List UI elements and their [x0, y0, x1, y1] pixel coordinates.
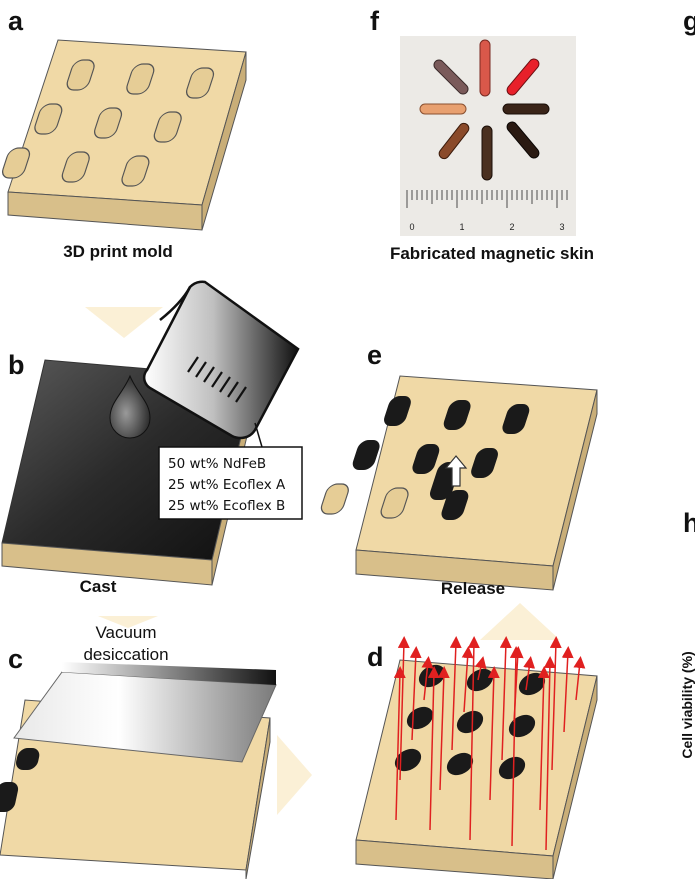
flow-arrow-c-to-d [277, 735, 312, 815]
beaker [142, 280, 300, 448]
filled-cavities-e [352, 396, 530, 520]
magnetic-strips [419, 39, 550, 181]
vacuum-note-line-2: desiccation [83, 645, 168, 664]
caption-e: Release [441, 579, 505, 598]
panel-f: f 0 1 2 3 Fabricated magnetic skin [370, 6, 594, 263]
panel-a: a 3D print mold [1, 6, 247, 261]
field-arrow [461, 646, 474, 713]
caption-f: Fabricated magnetic skin [390, 244, 594, 263]
filled-cavities-c [0, 748, 40, 812]
panel-c: c Vacuum desiccation [0, 623, 277, 879]
vacuum-cap [13, 662, 277, 763]
panel-label-h: h [683, 508, 695, 538]
field-arrow [543, 656, 556, 851]
field-arrow [467, 636, 480, 841]
ruler-number-2: 2 [509, 222, 514, 232]
panel-label-c: c [8, 644, 23, 674]
field-arrow [421, 656, 434, 701]
panel-label-d: d [367, 642, 384, 672]
h-y-axis-label: Cell viability (%) [679, 651, 695, 758]
field-arrow [474, 656, 487, 681]
caption-a: 3D print mold [63, 242, 173, 261]
field-arrow [561, 646, 574, 733]
ruler-number-1: 1 [459, 222, 464, 232]
magnetic-field-arrows [393, 636, 586, 851]
field-arrow [393, 666, 406, 821]
mixture-line-1: 50 wt% NdFeB [168, 456, 266, 472]
mixture-line-3: 25 wt% Ecoflex B [168, 498, 285, 514]
field-arrow [499, 636, 512, 761]
mold-block-d [355, 659, 598, 879]
field-arrow [409, 646, 422, 741]
panel-label-g: g [683, 6, 695, 36]
field-arrow [537, 666, 550, 811]
field-arrow [573, 656, 586, 701]
panel-label-b: b [8, 350, 25, 380]
caption-b: Cast [80, 577, 117, 596]
field-arrow [487, 666, 500, 801]
panel-label-f: f [370, 6, 380, 36]
panel-label-a: a [8, 6, 24, 36]
panel-label-e: e [367, 340, 382, 370]
panel-e: e Release [320, 340, 598, 598]
field-arrow [523, 656, 536, 691]
field-arrow [427, 666, 440, 831]
field-arrow [437, 666, 450, 791]
flow-arrow-d-to-e [480, 603, 560, 640]
mixture-line-2: 25 wt% Ecoflex A [168, 477, 286, 493]
ruler [406, 190, 568, 208]
ruler-number-0: 0 [409, 222, 414, 232]
mixture-box: 50 wt% NdFeB 25 wt% Ecoflex A 25 wt% Eco… [158, 446, 303, 520]
panel-b: b 50 wt% NdFeB 25 wt% Ecoflex A [1, 280, 303, 596]
droplet [109, 374, 151, 439]
mold-cavities [1, 59, 215, 187]
vacuum-note-line-1: Vacuum [95, 623, 156, 642]
panel-d: d [355, 636, 598, 879]
release-up-arrow [444, 455, 468, 487]
ruler-number-3: 3 [559, 222, 564, 232]
empty-cavities-e [320, 483, 409, 519]
field-arrow [397, 636, 410, 781]
field-arrow [509, 646, 522, 847]
flow-arrow-a-to-b [85, 307, 163, 338]
field-arrow [449, 636, 462, 751]
flow-arrow-b-to-c [98, 616, 158, 628]
